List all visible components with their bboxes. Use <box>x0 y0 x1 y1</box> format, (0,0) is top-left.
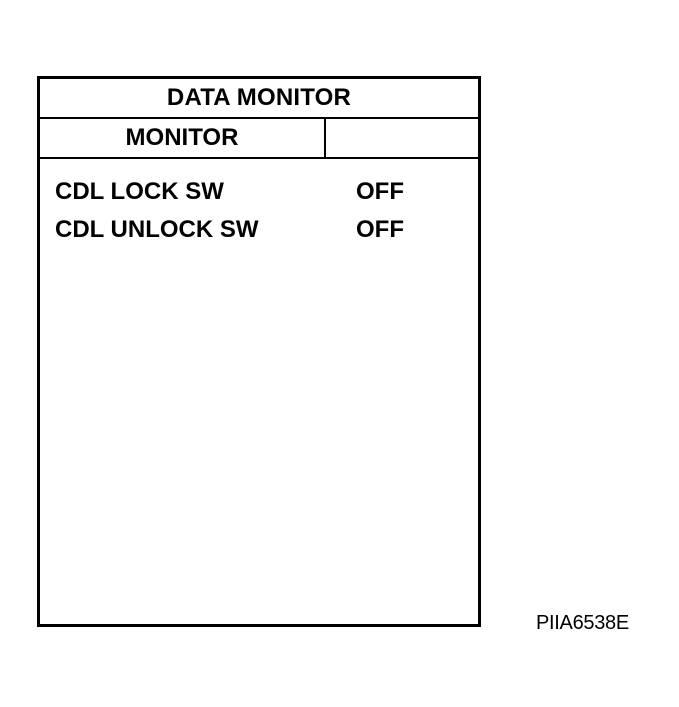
monitor-item-label: CDL UNLOCK SW <box>55 216 259 243</box>
data-monitor-screen: DATA MONITOR MONITOR CDL LOCK SW OFF CDL… <box>37 76 481 627</box>
monitor-item-list: CDL LOCK SW OFF CDL UNLOCK SW OFF <box>40 159 478 249</box>
monitor-item-value: OFF <box>356 216 404 243</box>
monitor-item-cdl-lock-sw[interactable]: CDL LOCK SW OFF <box>40 173 478 211</box>
monitor-item-cdl-unlock-sw[interactable]: CDL UNLOCK SW OFF <box>40 211 478 249</box>
monitor-item-value: OFF <box>356 178 404 205</box>
monitor-item-label: CDL LOCK SW <box>55 178 224 205</box>
header-row: MONITOR <box>40 119 478 159</box>
figure-id: PIIA6538E <box>536 612 629 634</box>
monitor-column-header: MONITOR <box>40 119 326 157</box>
blank-header-cell <box>326 119 478 157</box>
screen-title: DATA MONITOR <box>40 79 478 119</box>
